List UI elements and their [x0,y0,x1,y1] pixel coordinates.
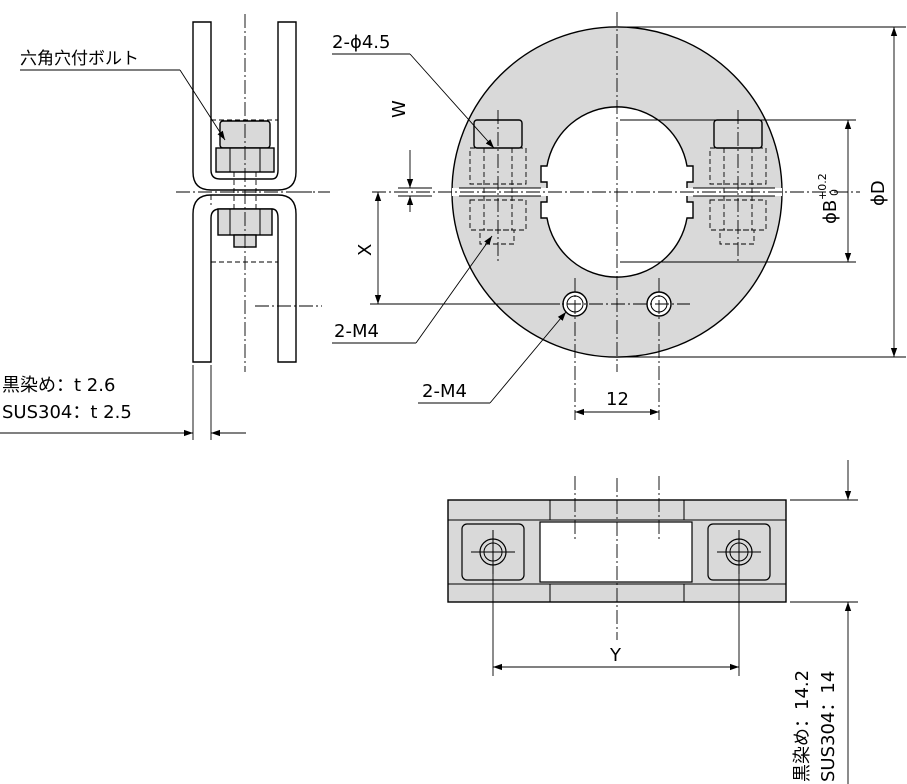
top-view: Y 黒染め：14.2 SUS304：14 [447,460,858,784]
w-label: W [389,100,410,118]
top-bore [539,521,693,583]
thickness-sus-label: SUS304：t 2.5 [2,402,132,423]
tap-bottom-label: 2-M4 [422,381,467,402]
bolt-label: 六角穴付ボルト [20,49,139,69]
side-view: 六角穴付ボルト 黒染め：t 2.6 SUS304：t 2.5 [0,14,330,440]
width-sus-label: SUS304：14 [818,671,839,782]
side-lower-half [192,194,297,363]
side-upper-half [192,21,297,191]
width-black-label: 黒染め：14.2 [792,670,813,782]
top-counterbore-left [461,523,525,581]
bore-label: ϕB [820,200,841,224]
bore-tol-upper: +0.2 [816,173,829,200]
tap-left-label: 2-M4 [334,321,379,342]
top-counterbore-right [707,523,771,581]
bore-tol-lower: 0 [828,189,841,196]
y-label: Y [609,645,622,666]
x-label: X [355,244,376,256]
outer-label: ϕD [868,180,889,206]
pitch-label: 12 [606,389,629,410]
hole-count-label: 2-ϕ4.5 [332,32,390,53]
front-view: W X 2-ϕ4.5 2-M4 2-M4 12 ϕB +0.2 0 [332,12,906,420]
thickness-black-label: 黒染め：t 2.6 [2,375,115,396]
